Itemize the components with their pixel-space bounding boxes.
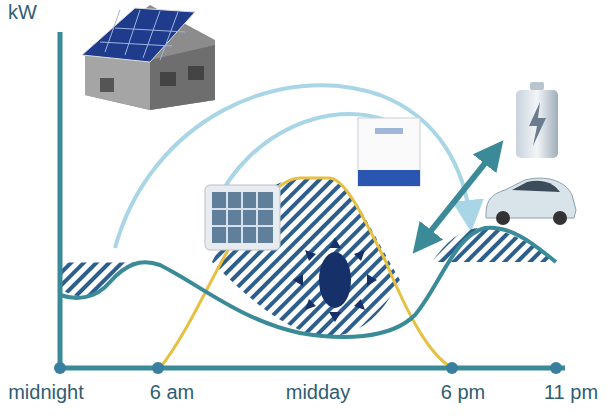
time-label: 11 pm [544, 382, 598, 402]
axis-unit: kW [8, 2, 37, 22]
time-label: 6 pm [441, 382, 485, 402]
time-label: 6 am [150, 382, 194, 402]
time-label: midday [286, 382, 350, 402]
time-label: midnight [8, 382, 84, 402]
